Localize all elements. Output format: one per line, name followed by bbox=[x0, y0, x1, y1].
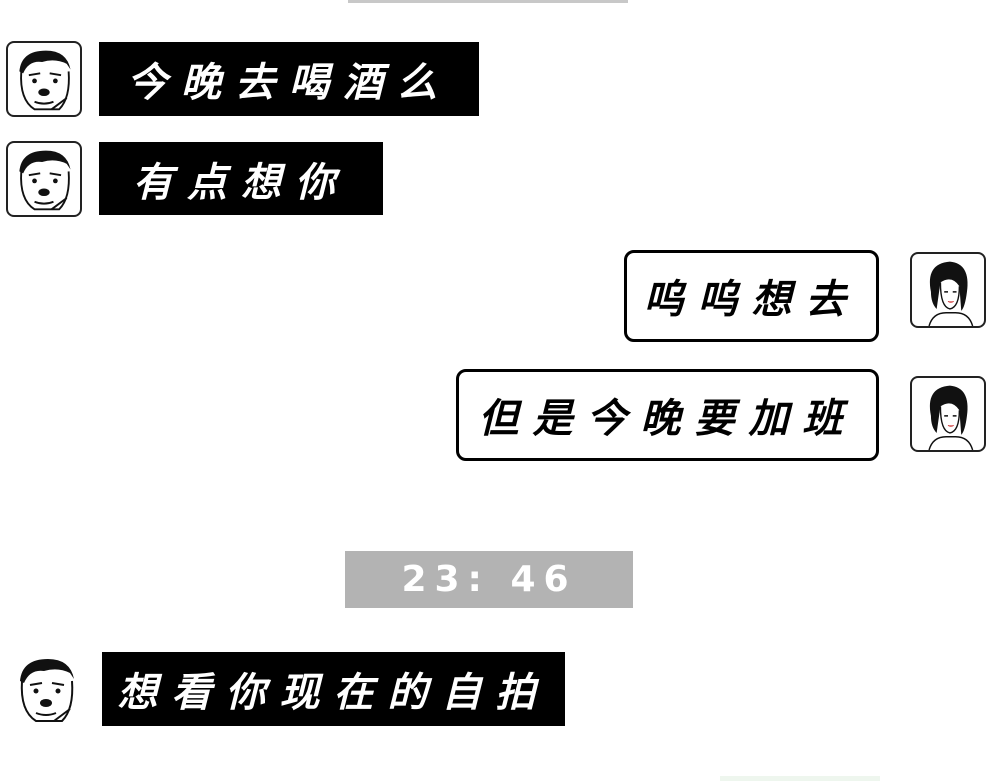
male-avatar-icon[interactable] bbox=[6, 41, 82, 117]
message-bubble-2: 有点想你 bbox=[99, 142, 383, 215]
male-avatar-icon[interactable] bbox=[8, 651, 84, 727]
female-avatar-icon[interactable] bbox=[910, 252, 986, 328]
message-bubble-5: 想看你现在的自拍 bbox=[102, 652, 565, 726]
female-avatar-icon[interactable] bbox=[910, 376, 986, 452]
male-avatar-icon[interactable] bbox=[6, 141, 82, 217]
message-bubble-1: 今晚去喝酒么 bbox=[99, 42, 479, 116]
message-bubble-4: 但是今晚要加班 bbox=[456, 369, 879, 461]
message-bubble-3: 呜呜想去 bbox=[624, 250, 879, 342]
bottom-edge-strip bbox=[720, 776, 880, 781]
top-divider bbox=[348, 0, 628, 3]
timestamp-label: 23: 46 bbox=[345, 551, 633, 608]
